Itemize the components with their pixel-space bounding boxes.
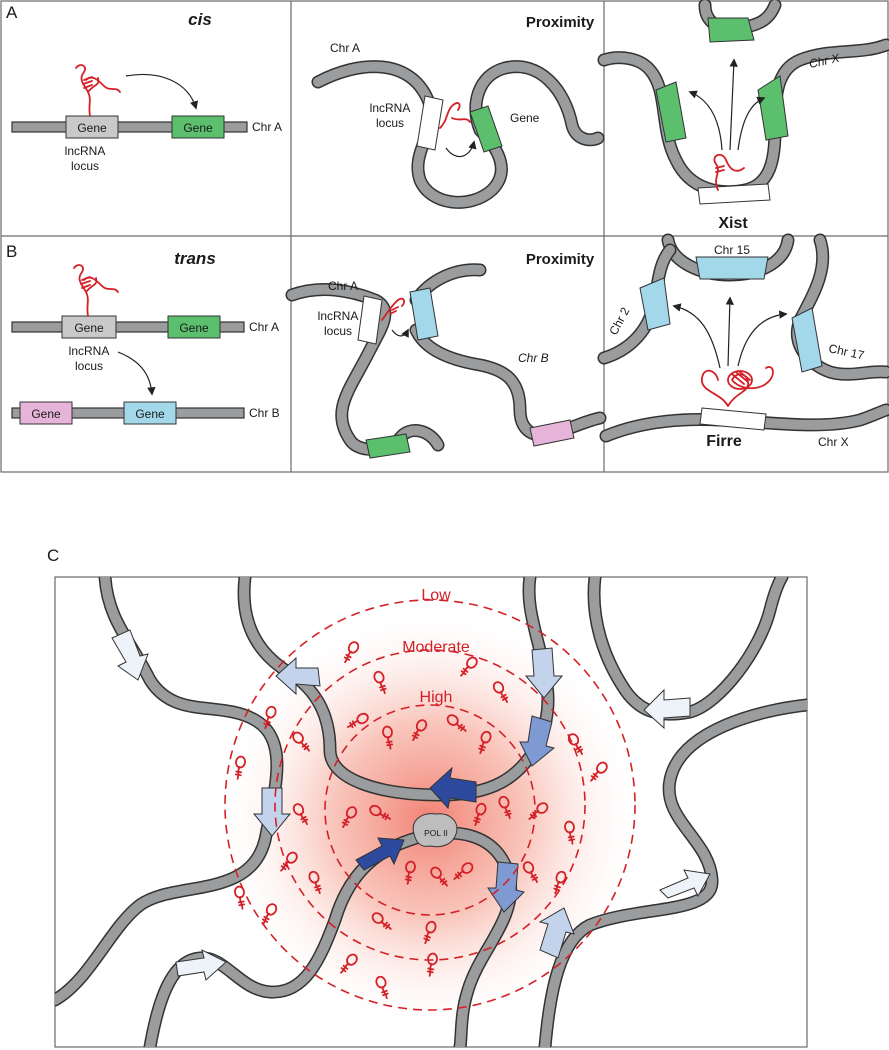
panel-b-proximity: Proximity Chr A lncRNA locus Chr B: [285, 251, 607, 459]
panel-a-letter: A: [6, 3, 18, 22]
chr-label: Chr X: [808, 51, 842, 71]
locus-label: lncRNA: [318, 309, 359, 323]
gene-label: Gene: [135, 407, 165, 421]
chr-label: Chr A: [252, 120, 282, 134]
panel-b-letter: B: [6, 242, 17, 261]
ring-label-low: Low: [421, 587, 451, 604]
panel-b-trans: trans Gene Gene Chr A lncRNA locus Gene …: [11, 249, 280, 425]
chr-label: Chr 2: [606, 305, 632, 338]
chr-label: Chr A: [249, 320, 279, 334]
chr-label: Chr X: [818, 435, 849, 449]
panel-a-proximity: Proximity Chr A lncRNA locus Gene: [311, 14, 605, 209]
locus-label: lncRNA: [370, 101, 411, 115]
pol-ii-label: POL II: [424, 828, 448, 838]
chromosome-a: [11, 121, 248, 133]
ring-low: [224, 599, 636, 1011]
locus-label: lncRNA: [69, 344, 110, 358]
locus-label: locus: [71, 159, 99, 173]
lncrna-gene-box: [65, 115, 119, 139]
locus-label: locus: [324, 324, 352, 338]
xist-label: Xist: [718, 215, 748, 232]
ring-high: [324, 704, 536, 916]
locus-label: locus: [376, 116, 404, 130]
proximity-title: Proximity: [526, 14, 595, 31]
ring-moderate: [274, 649, 586, 961]
firre-label: Firre: [706, 433, 742, 450]
proximity-title: Proximity: [526, 251, 595, 268]
target-gene-box: [171, 115, 225, 139]
gene-label: Gene: [183, 121, 213, 135]
gene-label: Gene: [510, 111, 540, 125]
gene-label: Gene: [74, 321, 104, 335]
chr-label: Chr B: [518, 351, 549, 365]
locus-label: lncRNA: [65, 144, 106, 158]
ring-label-moderate: Moderate: [402, 639, 470, 656]
panel-a-xist: Chr X Xist: [597, 0, 889, 232]
chr-label: Chr 15: [714, 243, 750, 257]
gene-label: Gene: [77, 121, 107, 135]
chr-label: Chr B: [249, 406, 280, 420]
pol-ii: POL II: [412, 813, 458, 848]
chr-label: Chr 17: [827, 341, 865, 362]
ring-label-high: High: [420, 689, 453, 706]
trans-title: trans: [174, 249, 216, 268]
chr-label: Chr A: [330, 41, 360, 55]
gene-label: Gene: [31, 407, 61, 421]
locus-label: locus: [75, 359, 103, 373]
panel-b-firre: Chr 2 Chr 15 Chr 17 Chr X Firre: [597, 233, 889, 450]
panel-a-cis: cis Gene Gene Chr A lncRNA locus: [11, 10, 282, 173]
chr-label: Chr A: [328, 279, 358, 293]
panel-c: Low Moderate High: [54, 576, 808, 1048]
cis-title: cis: [188, 10, 212, 29]
gene-arrows: [111, 629, 711, 981]
panel-c-letter: C: [47, 546, 59, 565]
gene-label: Gene: [179, 321, 209, 335]
